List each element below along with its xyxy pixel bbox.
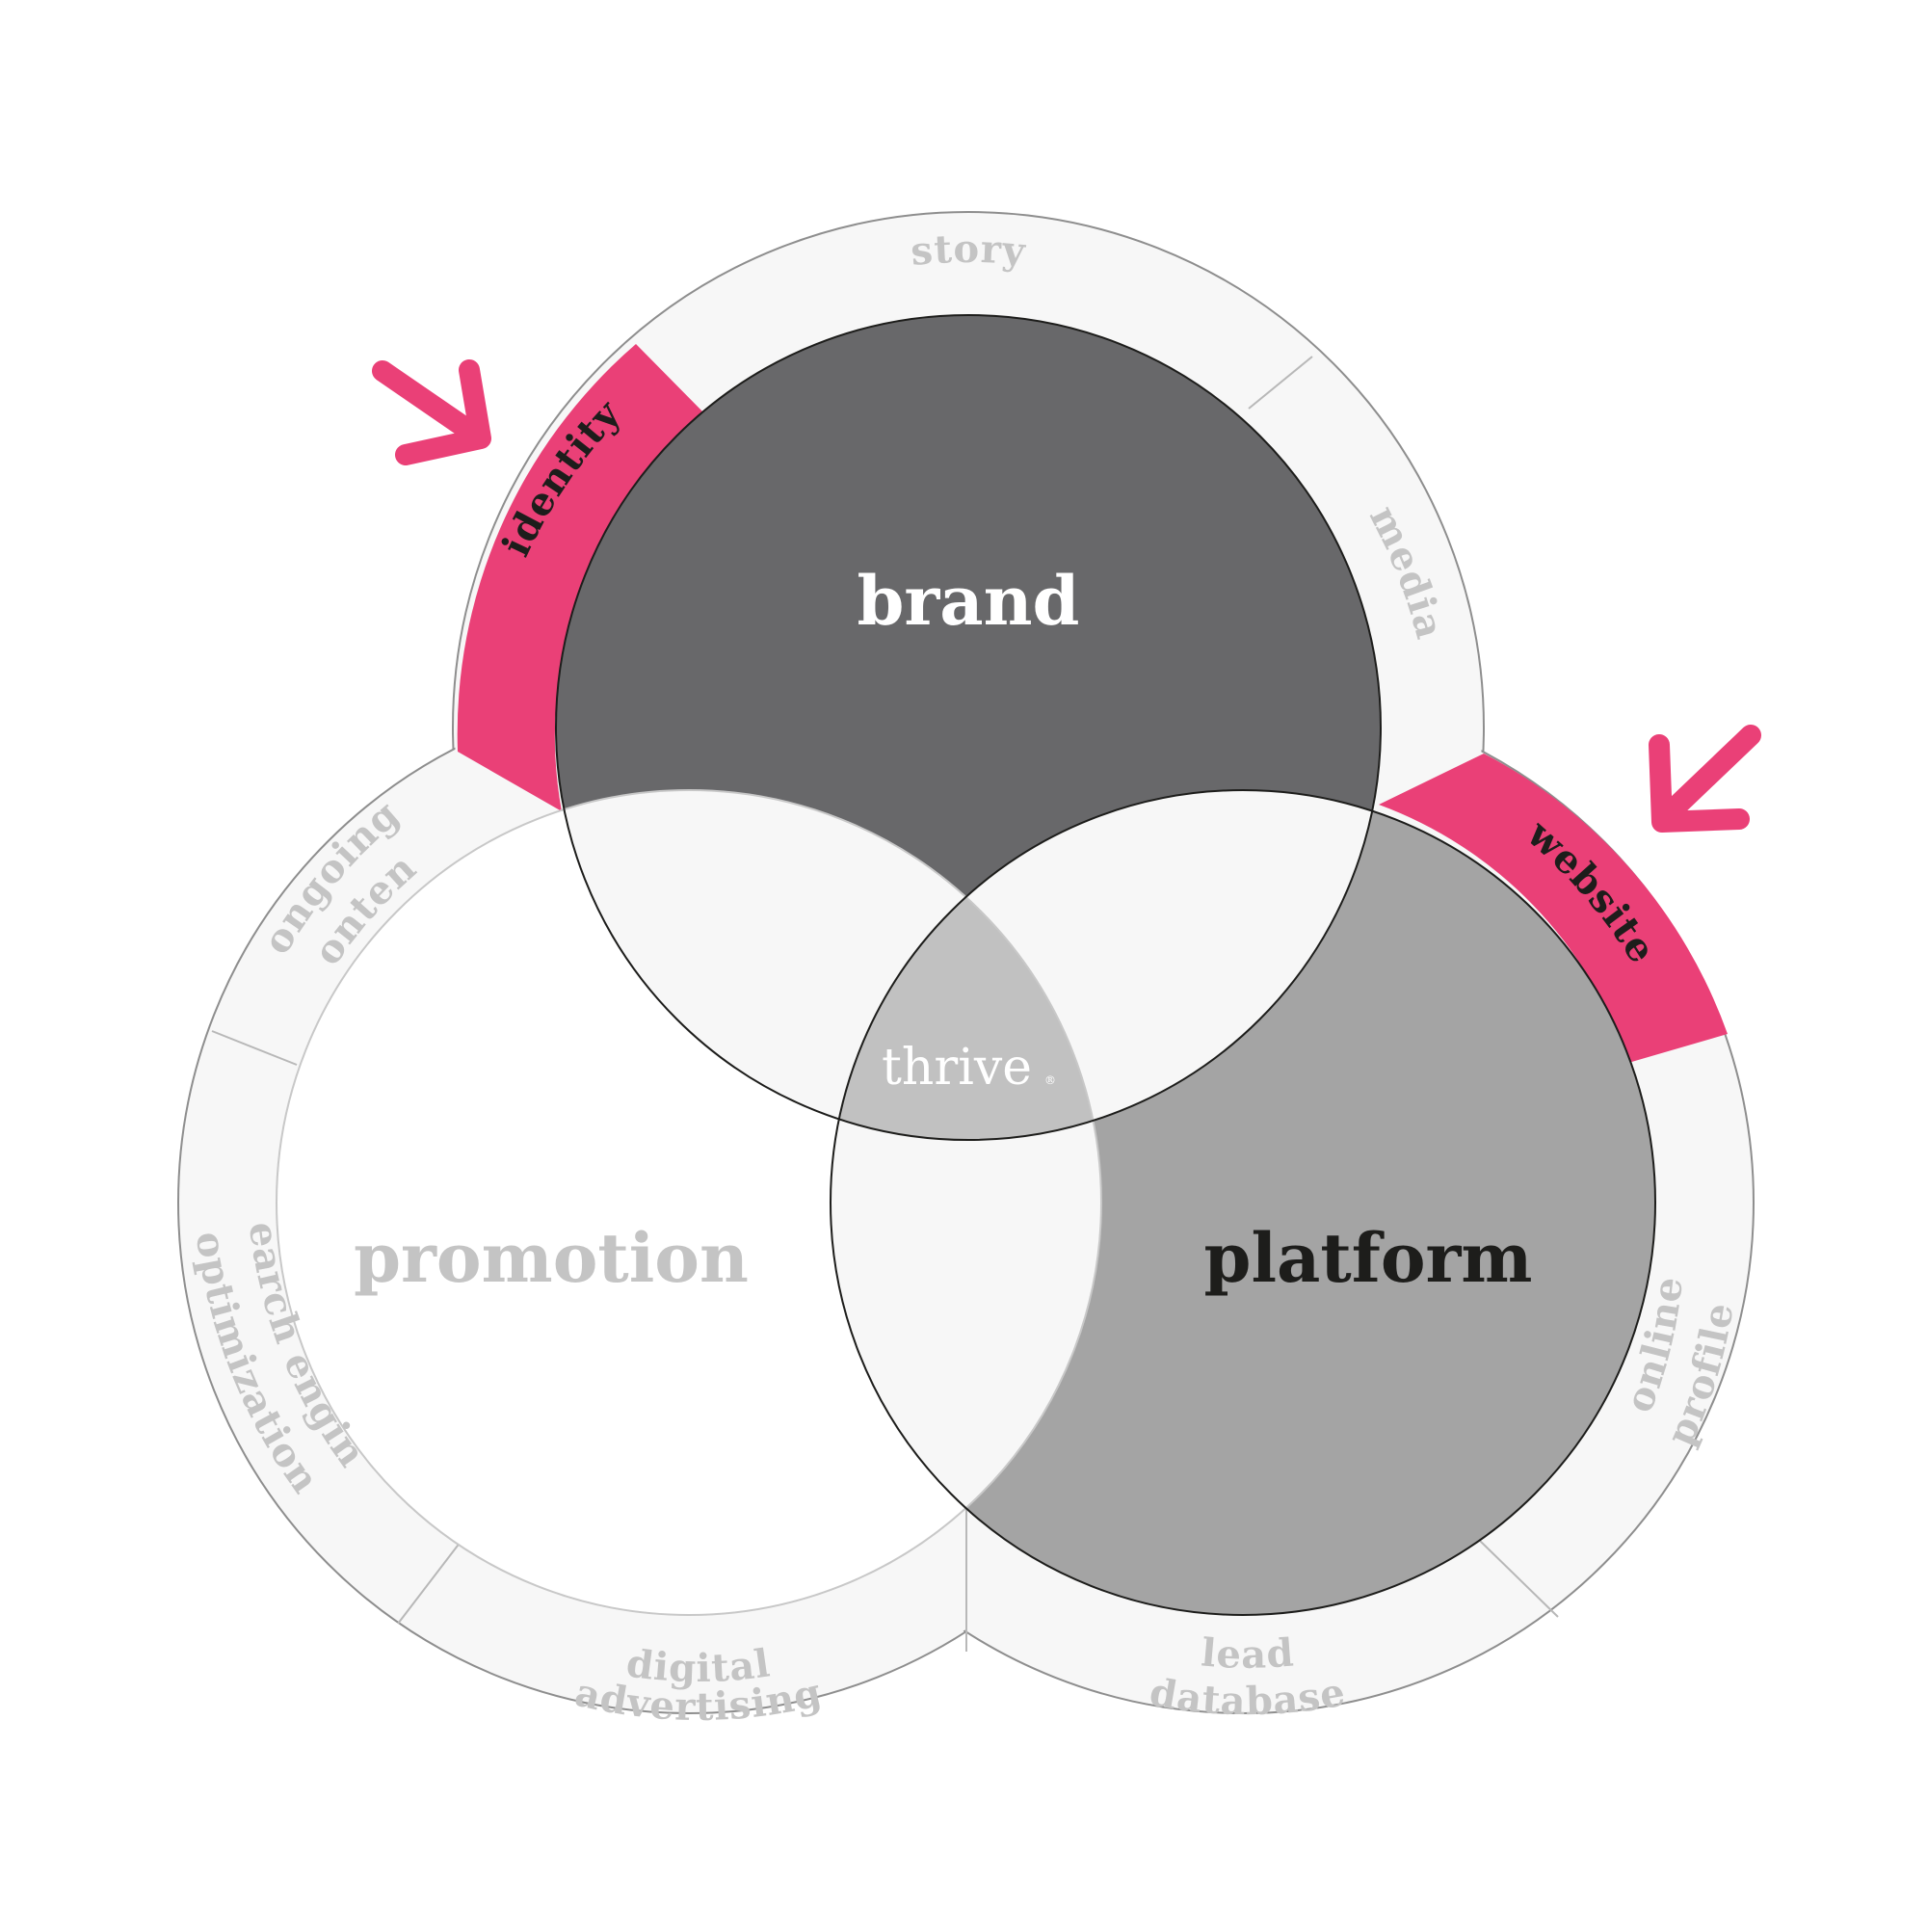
segment-lead-database-line1: lead xyxy=(1200,1629,1296,1677)
brand-label: brand xyxy=(857,561,1079,641)
circle-outlines xyxy=(276,314,1656,1616)
arrow-icon-website xyxy=(1649,725,1761,833)
thrive-registered-mark: ® xyxy=(1044,1073,1056,1087)
segment-digital-advertising-line1: digital xyxy=(624,1640,774,1691)
platform-label: platform xyxy=(1204,1218,1533,1298)
arrow-icon-identity xyxy=(372,359,491,465)
thrive-label: thrive xyxy=(882,1039,1032,1097)
segment-dividers xyxy=(211,356,1559,1652)
segment-story-label: story xyxy=(909,226,1028,275)
promotion-label: promotion xyxy=(354,1218,749,1298)
segment-website[interactable] xyxy=(1379,754,1728,1063)
segment-identity[interactable] xyxy=(457,344,707,811)
overlap-center[interactable] xyxy=(831,790,1655,1615)
